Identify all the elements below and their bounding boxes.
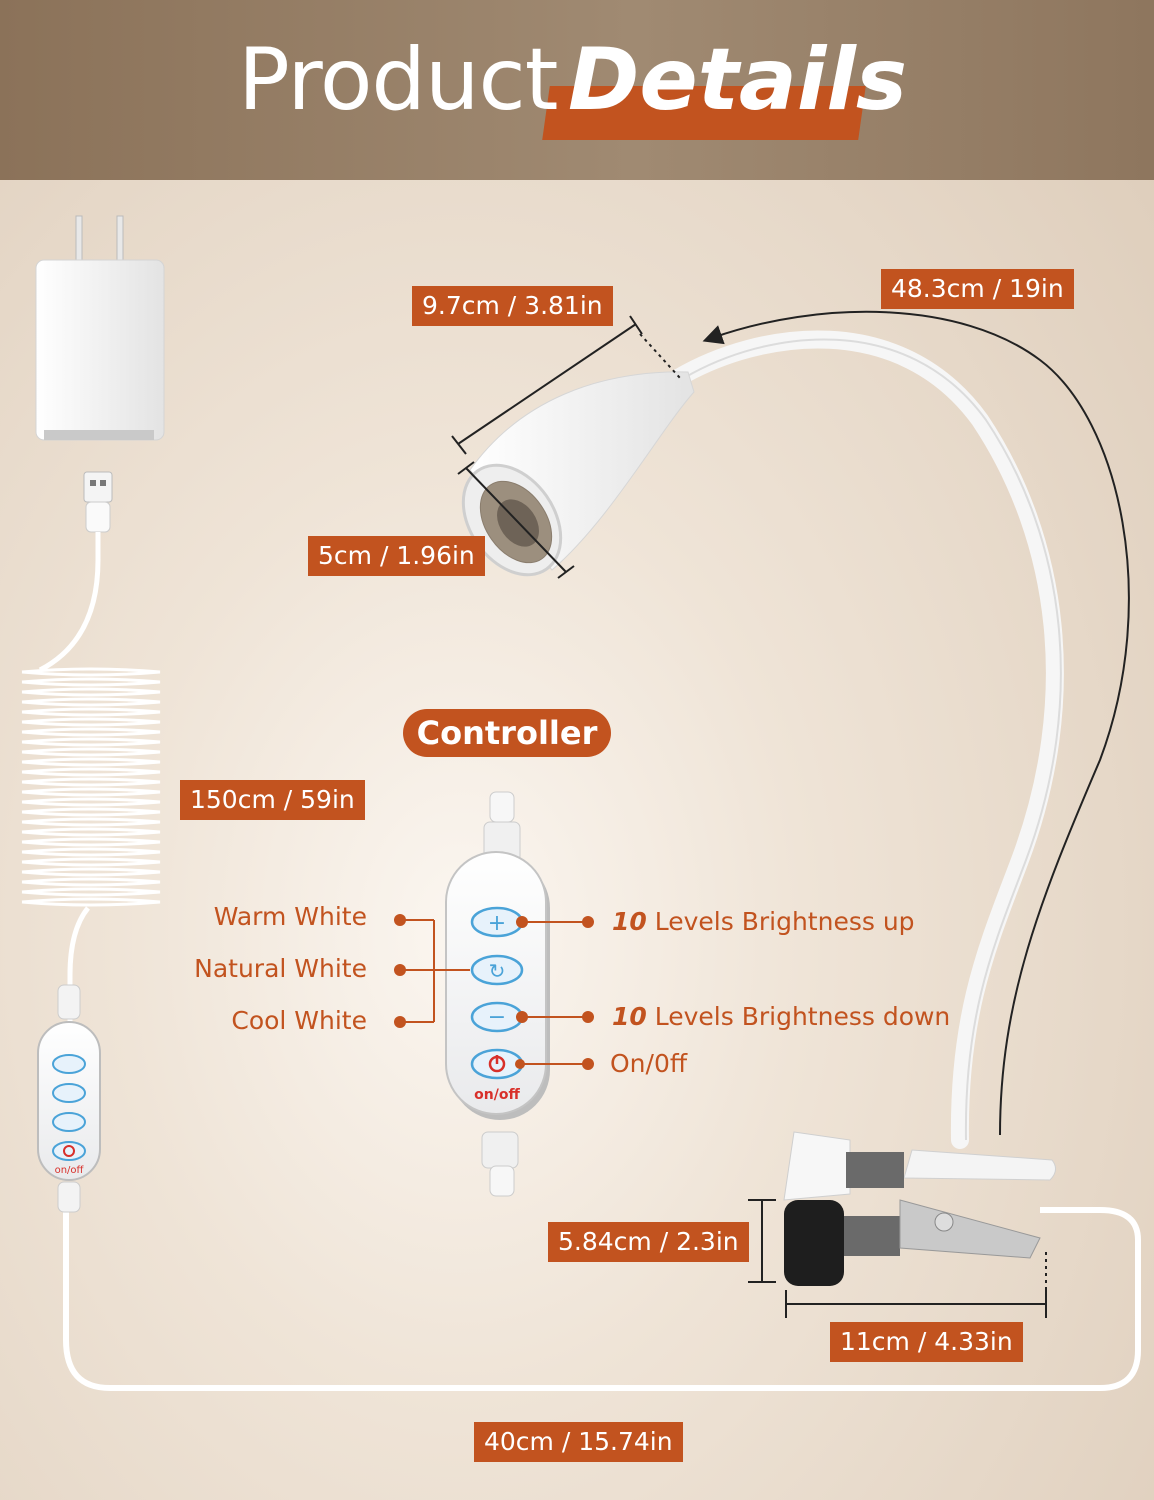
title-plain: Product [238,30,559,130]
coil-loop [21,897,161,907]
color-cycle-button [470,954,524,986]
brightness-down-number: 10 [612,1002,647,1031]
coil-loop [21,677,161,687]
coil-loop [21,807,161,817]
clip-height-label: 5.84cm / 2.3in [548,1222,749,1262]
onoff-label: On/0ff [610,1049,688,1078]
plus-icon: + [488,911,506,936]
clip-width-label: 11cm / 4.33in [830,1322,1023,1362]
usb-cable [38,471,1141,1391]
coil-loop [21,687,161,697]
coil-loop [21,847,161,857]
small-onoff-text: on/off [55,1165,85,1176]
coil-loop [21,667,161,677]
coil-loop [21,727,161,737]
small-controller: on/off [37,984,101,1213]
coil-loop [21,857,161,867]
natural-white-label: Natural White [194,954,367,983]
brightness-down-label: 10 Levels Brightness down [612,1002,950,1031]
coil-loop [21,887,161,897]
onoff-text: on/off [474,1087,520,1103]
head-diameter-label: 5cm / 1.96in [308,536,485,576]
warm-white-label: Warm White [213,902,367,931]
coiled-cord [21,667,161,907]
main-controller: + ↻ − on/off [445,791,550,1197]
brightness-up-text: Levels Brightness up [646,907,915,936]
cable-bottom-label: 40cm / 15.74in [474,1422,683,1462]
header-banner: Product Details [0,0,1154,180]
coil-loop [21,707,161,717]
cycle-icon: ↻ [489,959,506,983]
coil-loop [21,717,161,727]
coil-loop [21,867,161,877]
coil-loop [21,767,161,777]
coil-loop [21,757,161,767]
cord-coil-label: 150cm / 59in [180,780,365,820]
coil-loop [21,787,161,797]
cool-white-label: Cool White [231,1006,367,1035]
brightness-up-label: 10 Levels Brightness up [612,907,915,936]
measure-lines [451,315,1047,1318]
coil-loop [21,797,161,807]
coil-loop [21,747,161,757]
coil-loop [21,827,161,837]
coil-loop [21,737,161,747]
callout-dots [394,914,594,1070]
minus-icon: − [488,1005,506,1030]
coil-loop [21,877,161,887]
clamp [783,1131,1056,1286]
arm-length-label: 48.3cm / 19in [881,269,1074,309]
brightness-down-text: Levels Brightness down [646,1002,951,1031]
power-adapter [35,215,165,441]
gooseneck-arm [669,310,1130,1149]
controller-title: Controller [403,709,611,757]
head-length-label: 9.7cm / 3.81in [412,286,613,326]
coil-loop [21,697,161,707]
brightness-up-number: 10 [612,907,647,936]
coil-loop [21,777,161,787]
coil-loop [21,817,161,827]
title-bold: Details [568,30,908,130]
coil-loop [21,837,161,847]
